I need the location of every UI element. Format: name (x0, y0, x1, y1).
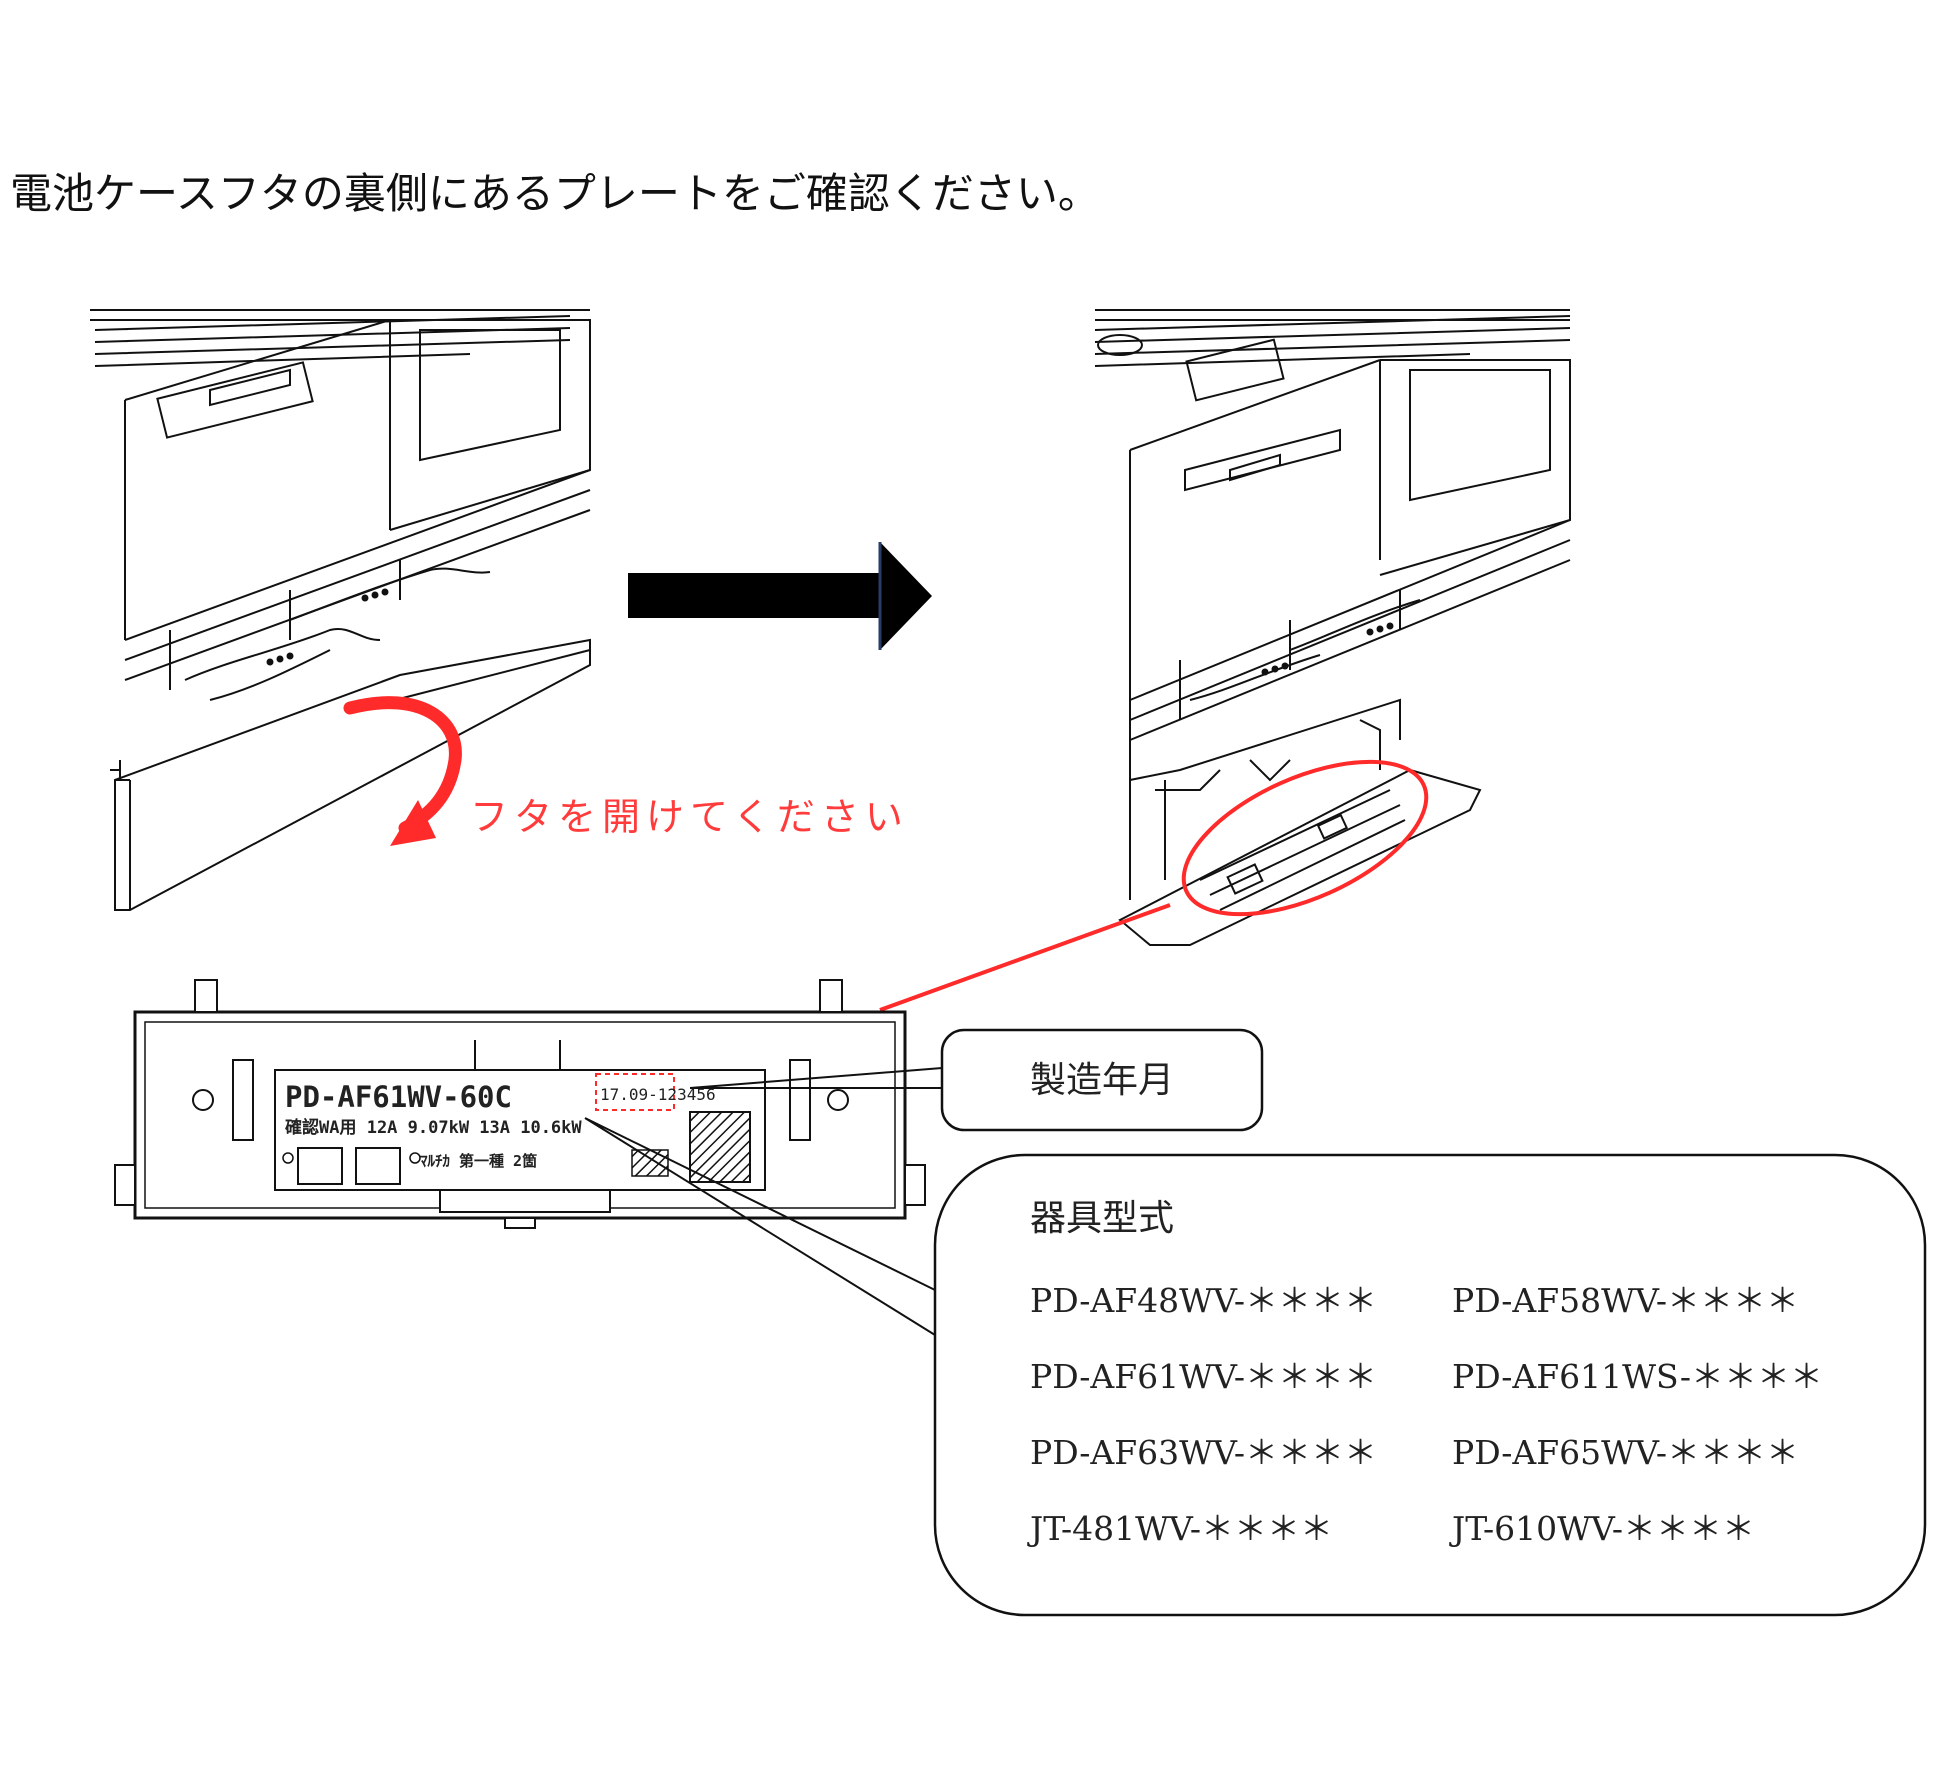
plate-date-serial: 17.09-123456 (600, 1085, 716, 1104)
date-callout-box (940, 1028, 1264, 1132)
highlight-leader-line (879, 903, 1171, 1012)
open-lid-arrow (343, 696, 462, 846)
callout-leader-lines (584, 1067, 943, 1336)
model-item: JT-610WV-＊＊＊＊ (1449, 1509, 1755, 1548)
model-item: PD-AF63WV-＊＊＊＊ (1030, 1433, 1377, 1472)
model-item: PD-AF48WV-＊＊＊＊ (1030, 1281, 1377, 1320)
model-item: JT-481WV-＊＊＊＊ (1027, 1509, 1333, 1548)
plate-model-text: PD-AF61WV-60C (285, 1080, 512, 1114)
model-item: PD-AF611WS-＊＊＊＊ (1452, 1357, 1823, 1396)
open-lid-label: フタを開けてください (470, 795, 909, 839)
plate-highlight-ring (1181, 759, 1429, 917)
date-serial-highlight (595, 1073, 675, 1111)
models-callout-heading: 器具型式 (1030, 1198, 1174, 1239)
model-item: PD-AF58WV-＊＊＊＊ (1452, 1281, 1799, 1320)
models-callout-box (933, 1153, 1927, 1617)
plate-sub-text: ﾏﾙﾁｶ 第一種 2箇 (420, 1152, 537, 1170)
next-step-arrow (628, 542, 932, 650)
model-item: PD-AF61WV-＊＊＊＊ (1030, 1357, 1377, 1396)
unit-open-illustration (1094, 309, 1571, 946)
instruction-text: 電池ケースフタの裏側にあるプレートをご確認ください。 (10, 169, 1100, 218)
unit-closed-illustration (90, 309, 591, 911)
plate-spec-text: 確認WA用 12A 9.07kW 13A 10.6kW (285, 1117, 582, 1138)
model-item: PD-AF65WV-＊＊＊＊ (1452, 1433, 1799, 1472)
date-callout-label: 製造年月 (1030, 1060, 1174, 1101)
nameplate-enlarged (114, 979, 926, 1229)
